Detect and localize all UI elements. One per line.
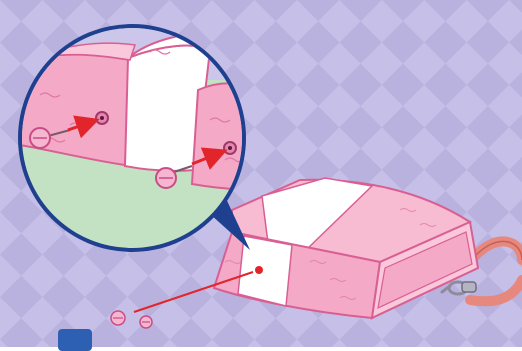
bead-pin-icon [140,316,152,328]
pouch-stripe-front [238,236,292,306]
step-badge-icon [58,329,92,351]
bead-pin-icon [111,311,125,325]
target-hole [255,266,263,274]
